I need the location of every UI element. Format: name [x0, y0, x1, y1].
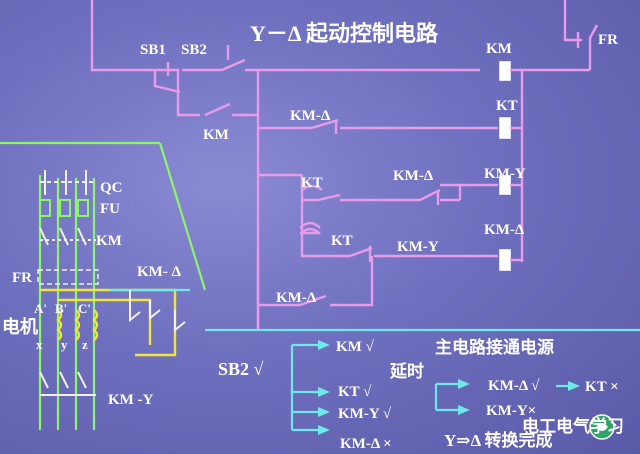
seq-km-delta-off: KM-Δ × [340, 436, 392, 452]
label-coil-kt: KT [496, 98, 518, 114]
seq-conversion: Y⇒Δ 转换完成 [444, 430, 553, 450]
seq-km: KM √ [336, 339, 375, 355]
label-b1: B' [55, 301, 67, 316]
label-coil-km: KM [486, 41, 512, 57]
coil-km [499, 61, 511, 81]
watermark-text: 电工电气学习 [522, 416, 624, 436]
coil-kt [499, 117, 511, 139]
label-x: x [36, 337, 43, 352]
label-fr-main: FR [12, 270, 32, 286]
label-km-delta-nc2: KM-Δ [393, 168, 434, 184]
label-sb1: SB1 [140, 42, 166, 58]
label-z: z [82, 337, 88, 352]
seq-km-delta-on: KM-Δ √ [488, 378, 540, 394]
seq-sb2: SB2 √ [218, 359, 264, 379]
coils [499, 61, 522, 271]
label-motor: 电机 [2, 316, 38, 337]
label-fu: FU [100, 201, 120, 217]
label-kt-nc: KT [301, 175, 323, 191]
label-coil-km-y: KM-Y [484, 166, 526, 182]
label-y: y [61, 337, 68, 352]
control-circuit [90, 0, 599, 330]
watermark: 电工电气学习 [522, 414, 624, 440]
label-qc: QC [100, 180, 123, 196]
label-sb2: SB2 [181, 42, 207, 58]
diagram-title: Y－Δ 起动控制电路 [250, 21, 439, 46]
main-circuit [0, 141, 207, 430]
seq-main-power: 主电路接通电源 [435, 337, 554, 357]
label-c1: C' [78, 301, 91, 316]
label-km-delta-nc: KM-Δ [290, 108, 331, 124]
label-coil-km-delta: KM-Δ [484, 222, 525, 238]
seq-km-y: KM-Y √ [338, 406, 392, 422]
label-km-main: KM [96, 233, 122, 249]
label-kt-no: KT [331, 233, 353, 249]
label-a1: A' [34, 301, 47, 316]
label-km-delta-no: KM-Δ [276, 290, 317, 306]
label-fr: FR [598, 32, 618, 48]
label-km-y-main: KM -Y [108, 392, 154, 408]
seq-delay: 延时 [389, 361, 424, 381]
coil-km-delta [499, 249, 511, 271]
sequence-flow [205, 328, 640, 435]
label-km-hold: KM [203, 127, 229, 143]
label-km-y-nc: KM-Y [397, 239, 439, 255]
seq-km-y-off: KM-Y× [486, 403, 536, 419]
label-km-delta-main: KM- Δ [137, 264, 182, 280]
seq-kt-off: KT × [585, 379, 619, 395]
seq-kt: KT √ [338, 384, 372, 400]
